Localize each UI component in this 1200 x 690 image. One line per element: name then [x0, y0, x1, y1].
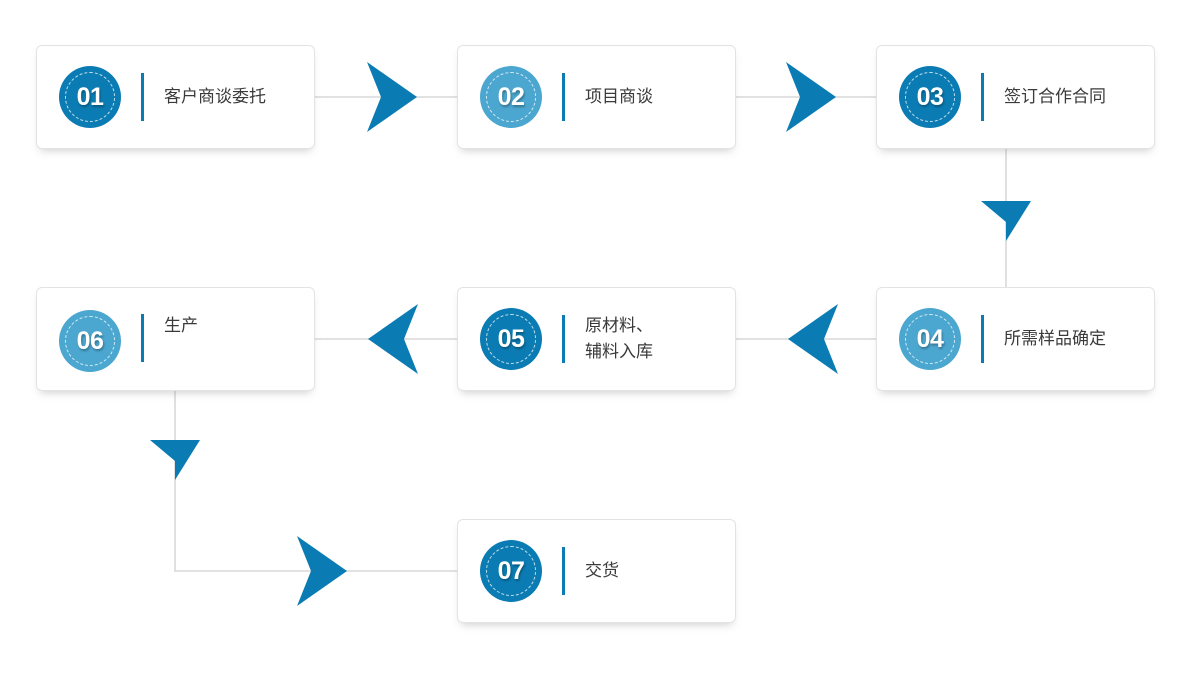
- step-label: 生产: [164, 316, 198, 335]
- step-number-badge: 06: [59, 310, 121, 372]
- step-label: 项目商谈: [585, 86, 653, 106]
- step-card-06[interactable]: 06 生产: [36, 287, 315, 391]
- step-label: 原材料、 辅料入库: [585, 315, 653, 361]
- arrow-right-icon: [297, 536, 347, 606]
- step-badge-wrap: 05: [480, 308, 542, 370]
- connector-01-to-02: [315, 62, 457, 132]
- step-number-badge: 01: [59, 66, 121, 128]
- step-number: 07: [497, 556, 525, 585]
- step-divider: [562, 73, 565, 121]
- arrow-left-icon: [788, 304, 838, 374]
- step-label: 所需样品确定: [1004, 328, 1106, 348]
- step-label: 签订合作合同: [1004, 86, 1106, 106]
- step-number-badge: 02: [480, 66, 542, 128]
- step-number: 01: [76, 82, 104, 111]
- step-number-badge: 07: [480, 540, 542, 602]
- arrow-down-icon: [981, 201, 1031, 241]
- step-divider: [141, 73, 144, 121]
- arrow-down-icon: [150, 440, 200, 480]
- connector-05-to-06: [315, 304, 457, 374]
- step-card-02[interactable]: 02 项目商谈: [457, 45, 736, 149]
- step-divider: [562, 547, 565, 595]
- step-number: 02: [497, 82, 525, 111]
- connector-02-to-03: [736, 62, 876, 132]
- step-number: 03: [916, 82, 944, 111]
- step-badge-wrap: 03: [899, 66, 961, 128]
- step-divider: [981, 73, 984, 121]
- step-number-badge: 05: [480, 308, 542, 370]
- step-number-badge: 03: [899, 66, 961, 128]
- step-badge-wrap: 01: [59, 66, 121, 128]
- step-card-04[interactable]: 04 所需样品确定: [876, 287, 1155, 391]
- step-label: 交货: [585, 560, 619, 580]
- connector-03-to-04: [981, 149, 1031, 287]
- step-number-badge: 04: [899, 308, 961, 370]
- step-badge-wrap: 04: [899, 308, 961, 370]
- step-number: 04: [916, 324, 944, 353]
- step-label: 客户商谈委托: [164, 86, 266, 106]
- step-badge-wrap: 07: [480, 540, 542, 602]
- arrow-right-icon: [786, 62, 836, 132]
- connector-06-to-07: [150, 391, 457, 606]
- step-card-01[interactable]: 01 客户商谈委托: [36, 45, 315, 149]
- step-card-05[interactable]: 05 原材料、 辅料入库: [457, 287, 736, 391]
- step-divider: [141, 314, 144, 362]
- step-card-07[interactable]: 07 交货: [457, 519, 736, 623]
- connector-04-to-05: [736, 304, 876, 374]
- step-number: 05: [497, 324, 525, 353]
- step-badge-wrap: 02: [480, 66, 542, 128]
- arrow-left-icon: [368, 304, 418, 374]
- step-badge-wrap: 06: [59, 310, 121, 372]
- step-card-03[interactable]: 03 签订合作合同: [876, 45, 1155, 149]
- step-divider: [562, 315, 565, 363]
- step-number: 06: [76, 326, 104, 355]
- step-divider: [981, 315, 984, 363]
- arrow-right-icon: [367, 62, 417, 132]
